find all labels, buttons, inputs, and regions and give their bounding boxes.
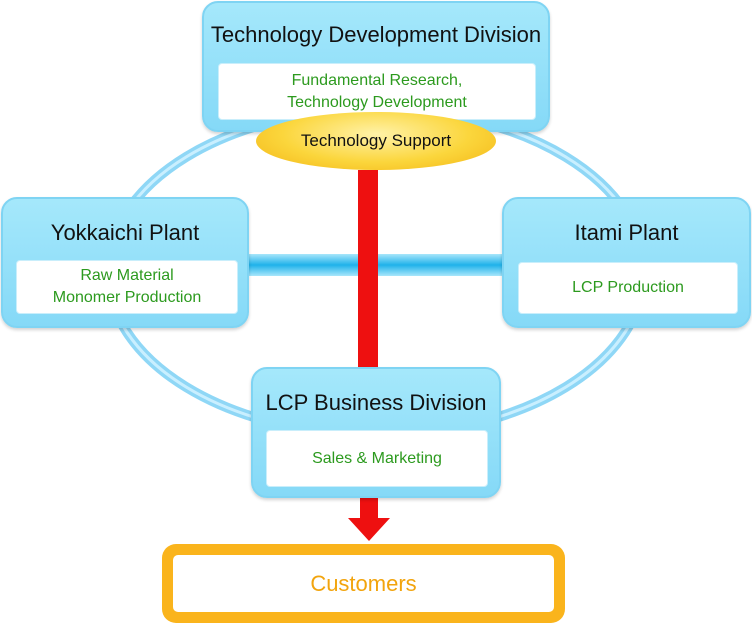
technology-development-division-description: Fundamental Research, Technology Develop… — [287, 71, 467, 111]
customers-arrow-head — [348, 518, 390, 541]
technology-development-division-panel: Fundamental Research, Technology Develop… — [218, 63, 536, 120]
customers-box: Customers — [162, 544, 565, 623]
customers-label: Customers — [310, 570, 417, 596]
yokkaichi-plant-panel: Raw Material Monomer Production — [16, 260, 238, 314]
technology-support-oval: Technology Support — [256, 112, 496, 170]
lcp-business-division-description: Sales & Marketing — [312, 449, 442, 467]
itami-plant: Itami Plant LCP Production — [502, 197, 751, 328]
support-arrow-shaft — [358, 170, 378, 370]
customers-arrow-shaft — [360, 497, 378, 519]
yokkaichi-plant: Yokkaichi Plant Raw Material Monomer Pro… — [1, 197, 249, 328]
technology-development-division-title: Technology Development Division — [210, 22, 542, 47]
technology-support-label: Technology Support — [300, 131, 452, 150]
yokkaichi-plant-title: Yokkaichi Plant — [50, 220, 200, 245]
lcp-business-division-panel: Sales & Marketing — [266, 430, 488, 487]
yokkaichi-plant-description: Raw Material Monomer Production — [52, 267, 202, 306]
itami-plant-title: Itami Plant — [574, 220, 679, 245]
itami-plant-description: LCP Production — [572, 279, 684, 296]
itami-plant-panel: LCP Production — [518, 262, 738, 314]
lcp-business-division: LCP Business Division Sales & Marketing — [251, 367, 501, 498]
lcp-business-division-title: LCP Business Division — [265, 390, 487, 415]
customers-panel: Customers — [173, 555, 554, 612]
